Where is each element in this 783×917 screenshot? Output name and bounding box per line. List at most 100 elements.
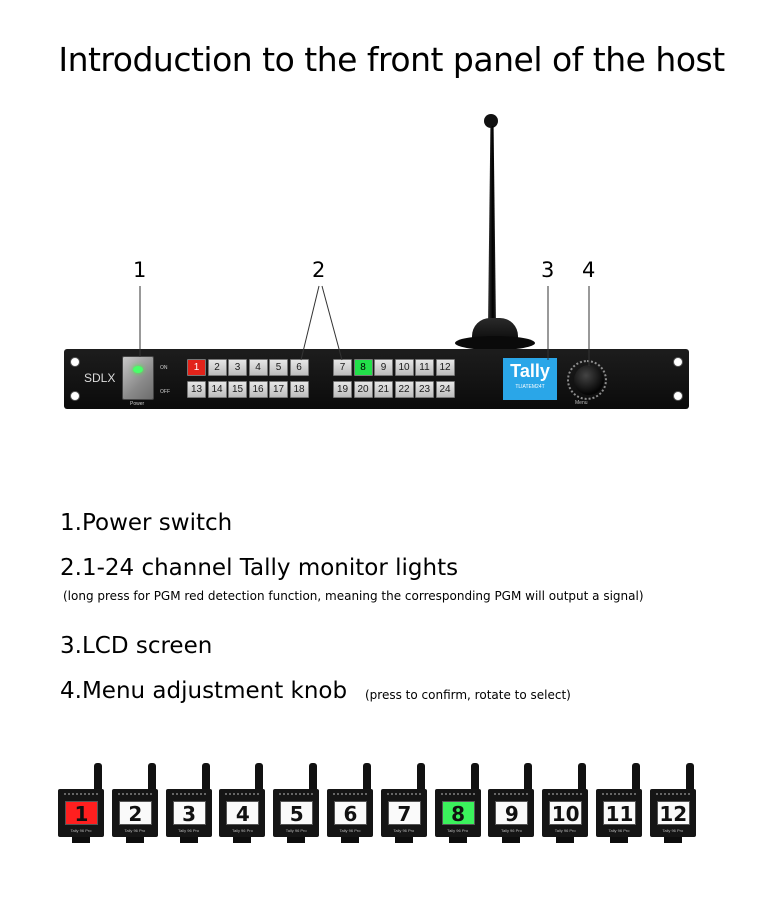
receiver-screen: 2	[118, 801, 152, 826]
desc-menu-knob: 4.Menu adjustment knob	[60, 678, 348, 704]
callout-3: 3	[541, 258, 555, 282]
tally-key-7[interactable]: 7	[333, 359, 352, 376]
tally-key-9[interactable]: 9	[374, 359, 393, 376]
receiver-indicators	[225, 793, 260, 796]
tally-key-17[interactable]: 17	[269, 381, 288, 398]
power-label: Power	[130, 401, 145, 407]
receiver-indicators	[279, 793, 314, 796]
tally-key-12[interactable]: 12	[435, 359, 455, 376]
tally-key-11[interactable]: 11	[415, 359, 434, 376]
menu-knob[interactable]	[574, 365, 604, 395]
receiver-brand: Tally 96 Pro	[554, 828, 576, 833]
receiver-brand: Tally 96 Pro	[339, 828, 361, 833]
lcd-text: Tally	[510, 361, 550, 381]
receiver-indicators	[171, 793, 206, 796]
desc-tally-note: (long press for PGM red detection functi…	[63, 589, 644, 603]
page-title: Introduction to the front panel of the h…	[58, 40, 725, 79]
tally-key-14[interactable]: 14	[207, 381, 227, 398]
antenna-plate	[455, 336, 535, 350]
receiver-screen: 3	[172, 801, 206, 826]
receiver-brand: Tally 96 Pro	[662, 828, 684, 833]
receiver-screen: 12	[656, 801, 690, 826]
receiver-mount	[179, 837, 198, 843]
receiver-screen: 8	[441, 801, 475, 826]
receiver-mount	[556, 837, 575, 843]
receiver-antenna	[632, 763, 640, 795]
tally-key-21[interactable]: 21	[374, 381, 393, 398]
receiver-screen: 5	[280, 801, 314, 826]
tally-key-18[interactable]: 18	[289, 381, 309, 398]
receiver-antenna	[255, 763, 264, 795]
desc-power-switch: 1.Power switch	[60, 510, 233, 536]
tally-key-8[interactable]: 8	[353, 359, 373, 376]
receiver-screen: 6	[334, 801, 367, 826]
tally-key-1[interactable]: 1	[187, 359, 206, 376]
tally-key-3[interactable]: 3	[228, 359, 247, 376]
receiver-mount	[125, 837, 144, 843]
callout-4: 4	[582, 258, 596, 282]
receiver-brand: Tally 96 Pro	[178, 828, 200, 833]
receiver-antenna	[147, 763, 156, 795]
receiver-mount	[72, 837, 90, 843]
rack-hole	[673, 391, 683, 401]
tally-key-19[interactable]: 19	[333, 381, 352, 398]
receiver-screen: 9	[495, 801, 529, 826]
power-off-label: OFF	[160, 389, 170, 395]
receiver-antenna	[470, 763, 479, 795]
receiver-antenna	[94, 763, 102, 795]
power-on-label: ON	[160, 365, 168, 371]
receiver-brand: Tally 96 Pro	[608, 828, 630, 833]
tally-key-20[interactable]: 20	[353, 381, 373, 398]
receiver-antenna	[685, 763, 694, 795]
tally-key-13[interactable]: 13	[187, 381, 206, 398]
receiver-brand: Tally 96 Pro	[500, 828, 522, 833]
receiver-screen: 4	[226, 801, 260, 826]
tally-key-16[interactable]: 16	[248, 381, 268, 398]
receiver-antenna	[524, 763, 533, 795]
power-switch[interactable]	[122, 356, 154, 400]
receiver-brand: Tally 96 Pro	[70, 828, 92, 833]
tally-key-5[interactable]: 5	[269, 359, 288, 376]
receiver-brand: Tally 96 Pro	[124, 828, 146, 833]
brand-label: SDLX	[84, 371, 116, 385]
tally-key-23[interactable]: 23	[415, 381, 434, 398]
tally-key-24[interactable]: 24	[435, 381, 455, 398]
tally-key-4[interactable]: 4	[248, 359, 268, 376]
callout-2: 2	[312, 258, 326, 282]
receiver-indicators	[117, 793, 152, 796]
desc-tally-lights: 2.1-24 channel Tally monitor lights	[60, 555, 459, 581]
tally-key-22[interactable]: 22	[394, 381, 414, 398]
receiver-mount	[287, 837, 306, 843]
receiver-brand: Tally 96 Pro	[447, 828, 469, 833]
tally-key-15[interactable]: 15	[228, 381, 247, 398]
receiver-indicators	[64, 793, 98, 796]
receiver-screen: 1	[65, 801, 98, 826]
rack-hole	[673, 357, 683, 367]
receiver-antenna	[309, 763, 318, 795]
tally-key-6[interactable]: 6	[289, 359, 309, 376]
receiver-indicators	[548, 793, 583, 796]
receiver-brand: Tally 96 Pro	[285, 828, 307, 833]
knob-label: Menu	[575, 400, 588, 406]
tally-key-10[interactable]: 10	[394, 359, 414, 376]
tally-key-2[interactable]: 2	[207, 359, 227, 376]
receiver-mount	[341, 837, 359, 843]
